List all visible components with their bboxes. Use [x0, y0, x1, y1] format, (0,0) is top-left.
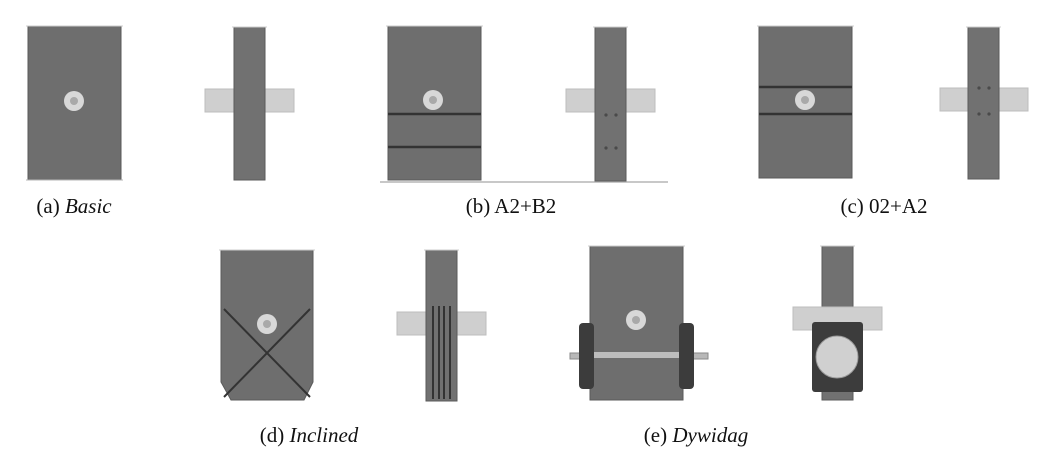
panel-e-front-view: [569, 245, 709, 401]
column: [425, 249, 458, 402]
panel-a-basic: [26, 25, 295, 181]
panel-a-front-view: [26, 25, 123, 181]
panel-e-dywidag: [569, 245, 883, 401]
clamp-block-right: [679, 323, 694, 389]
panel-e-side-view: [792, 245, 883, 401]
caption-name: A2+B2: [494, 194, 557, 218]
caption-name: Inclined: [289, 423, 359, 447]
bolt-hole-icon: [626, 310, 646, 330]
caption-a: (a) Basic: [36, 194, 111, 219]
caption-name: 02+A2: [869, 194, 928, 218]
bolt-hole-icon: [795, 90, 815, 110]
bolt-dot-icon: [604, 146, 608, 150]
bolt-hole-icon: [423, 90, 443, 110]
clamp-block-left: [579, 323, 594, 389]
caption-name: Basic: [64, 194, 112, 218]
bolt-dot-icon: [604, 113, 608, 117]
caption-prefix: (a): [36, 194, 65, 218]
panel-c-02-a2: [757, 25, 1029, 180]
bar-band: [594, 352, 679, 358]
panel-d-side-view: [396, 249, 487, 402]
panel-b-front-view: [380, 25, 668, 183]
column: [233, 26, 266, 181]
caption-name: Dywidag: [672, 423, 749, 447]
panel-d-front-view: [219, 249, 315, 401]
caption-prefix: (d): [259, 423, 290, 447]
caption-d: (d) Inclined: [260, 423, 359, 448]
panel-c-side-view: [939, 26, 1029, 180]
bolt-dot-icon: [987, 86, 991, 90]
bolt-dot-icon: [977, 112, 981, 116]
caption-b: (b) A2+B2: [466, 194, 557, 219]
panel-b-a2-b2: [380, 25, 668, 183]
column: [967, 26, 1000, 180]
caption-e: (e) Dywidag: [644, 423, 748, 448]
caption-prefix: (e): [643, 423, 673, 447]
panel-d-inclined: [219, 249, 487, 402]
nut-disc-icon: [815, 335, 859, 379]
bolt-hole-icon: [257, 314, 277, 334]
panel-b-side-view: [565, 26, 656, 182]
caption-c: (c) 02+A2: [840, 194, 927, 219]
panel-a-side-view: [204, 26, 295, 181]
bolt-dot-icon: [987, 112, 991, 116]
bolt-hole-icon: [64, 91, 84, 111]
caption-prefix: (b): [465, 194, 495, 218]
column: [594, 26, 627, 182]
panel-c-front-view: [757, 25, 854, 179]
caption-prefix: (c): [840, 194, 870, 218]
bolt-dot-icon: [614, 113, 618, 117]
bolt-dot-icon: [614, 146, 618, 150]
bolt-dot-icon: [977, 86, 981, 90]
diagonal-stiffener: [223, 308, 311, 398]
